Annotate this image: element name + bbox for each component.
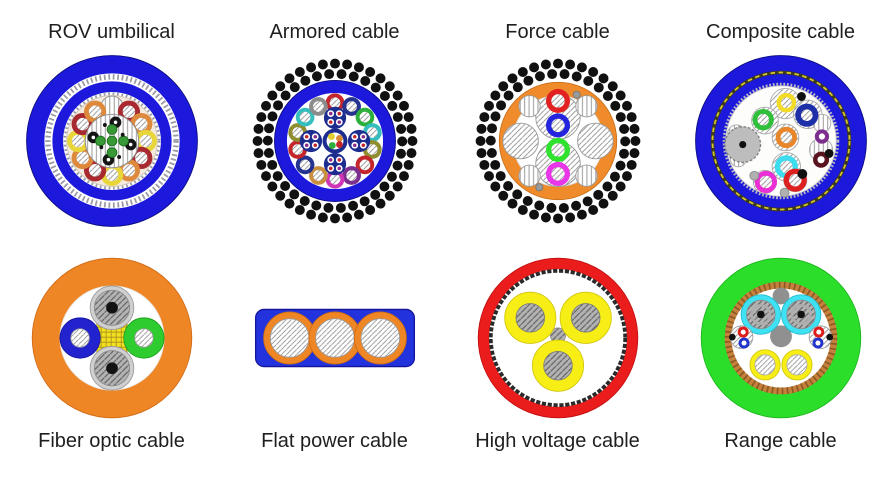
armored-cable-tile: Armored cable: [223, 0, 446, 250]
armored-cable-label: Armored cable: [269, 21, 400, 43]
high-voltage-cable-tile: High voltage cable: [446, 250, 669, 500]
fiber-optic-cable-diagram: [31, 257, 192, 419]
range-cable-tile: Range cable: [669, 250, 892, 500]
flat-power-cable-diagram: [254, 308, 415, 368]
range-cable-label: Range cable: [724, 430, 837, 452]
high-voltage-cable-diagram: [477, 257, 638, 419]
composite-cable-label: Composite cable: [706, 21, 855, 43]
rov-umbilical-label: ROV umbilical: [48, 21, 175, 43]
rov-umbilical-tile: ROV umbilical: [0, 0, 223, 250]
fiber-optic-cable-label: Fiber optic cable: [38, 430, 185, 452]
range-cable-diagram: [700, 257, 861, 419]
flat-power-cable-tile: Flat power cable: [223, 250, 446, 500]
armored-cable-diagram: [252, 58, 417, 224]
fiber-optic-cable-tile: Fiber optic cable: [0, 250, 223, 500]
composite-cable-tile: Composite cable: [669, 0, 892, 250]
composite-cable-diagram: [694, 55, 867, 227]
force-cable-tile: Force cable: [446, 0, 669, 250]
flat-power-cable-label: Flat power cable: [261, 430, 408, 452]
force-cable-label: Force cable: [505, 21, 610, 43]
high-voltage-cable-label: High voltage cable: [475, 430, 640, 452]
force-cable-diagram: [475, 58, 640, 224]
rov-umbilical-diagram: [25, 55, 198, 227]
